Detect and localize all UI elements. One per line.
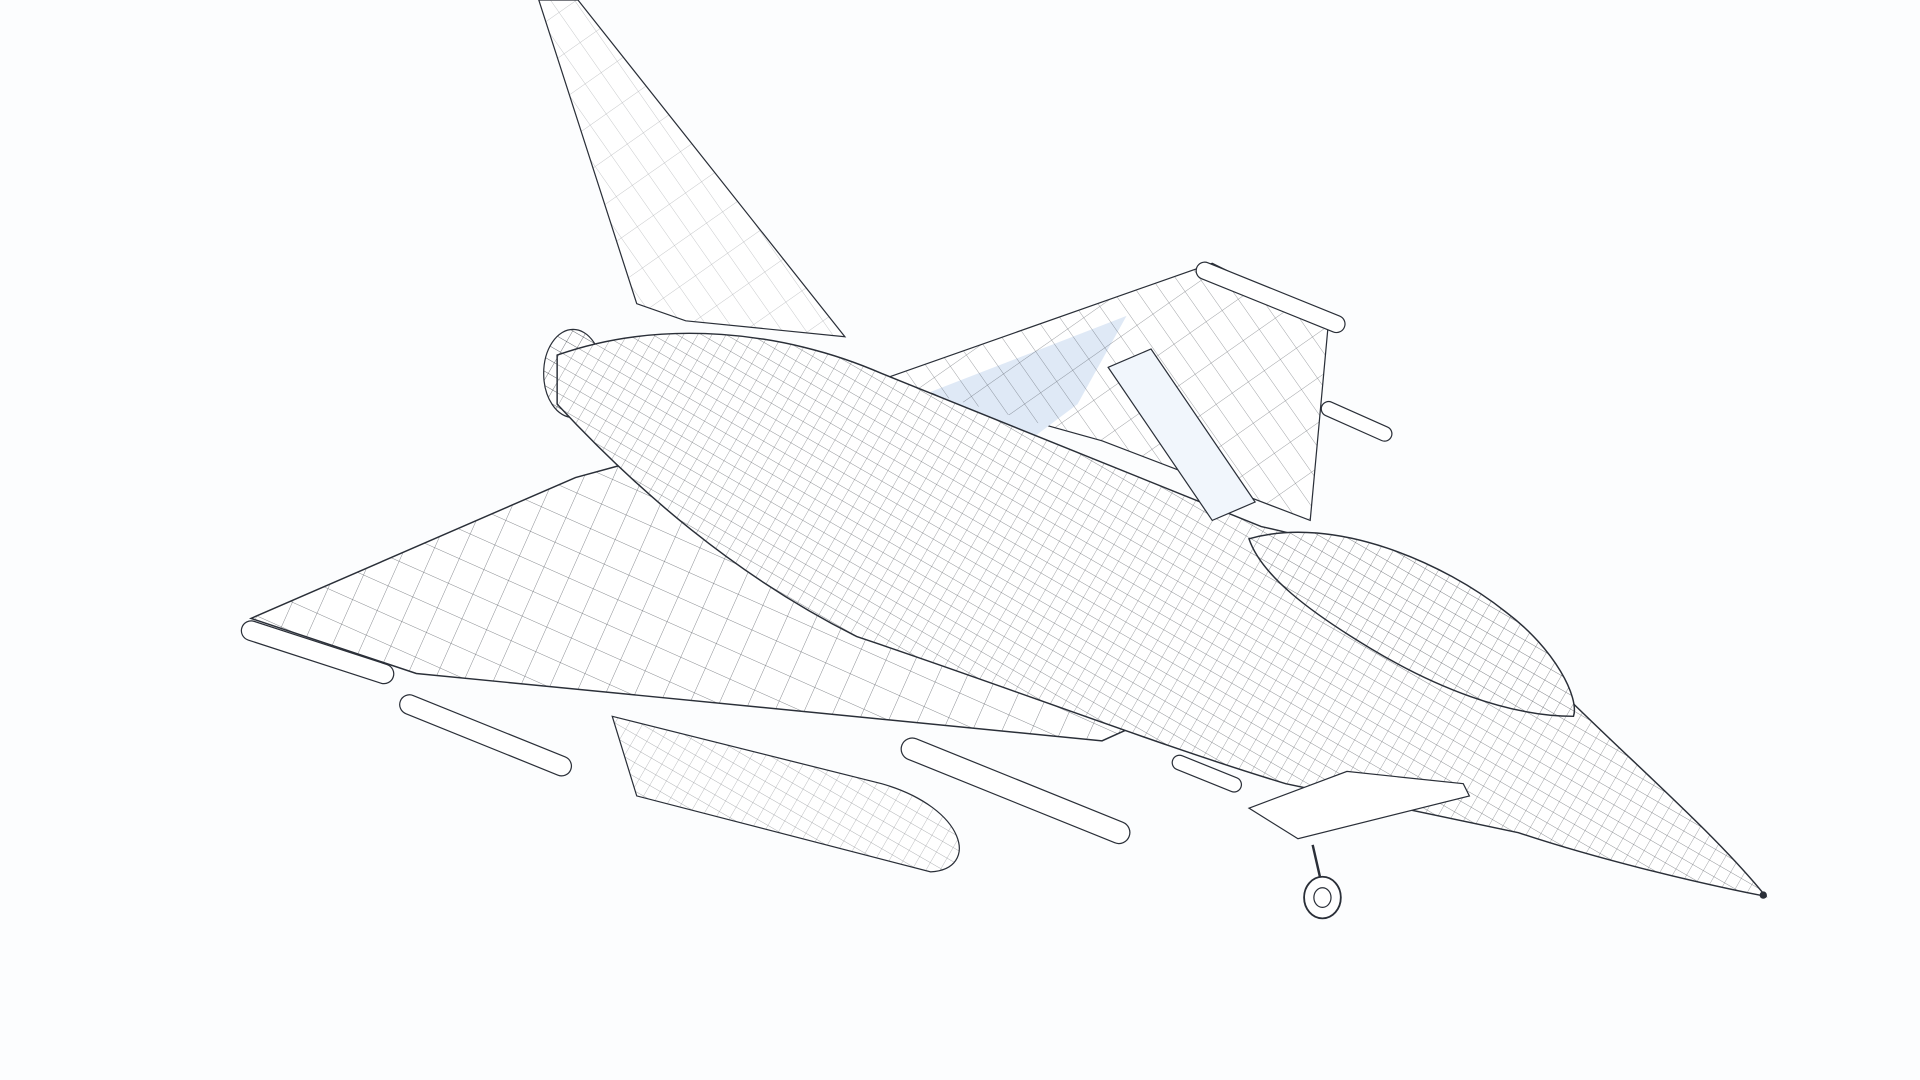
missile-right [1320, 400, 1393, 442]
fuel-tank [611, 715, 960, 873]
missiles [399, 694, 1243, 845]
nose-probe [1759, 891, 1767, 899]
wheel-icon [1303, 875, 1342, 920]
canopy [1248, 531, 1576, 718]
wingtip-pod-left [240, 620, 395, 685]
landing-gear [1303, 844, 1342, 920]
fuselage [556, 332, 1768, 898]
airbrake [1107, 348, 1257, 522]
canard [1247, 770, 1471, 840]
vertical-tail [538, 0, 847, 338]
wingtip-pod-right [1195, 261, 1346, 334]
